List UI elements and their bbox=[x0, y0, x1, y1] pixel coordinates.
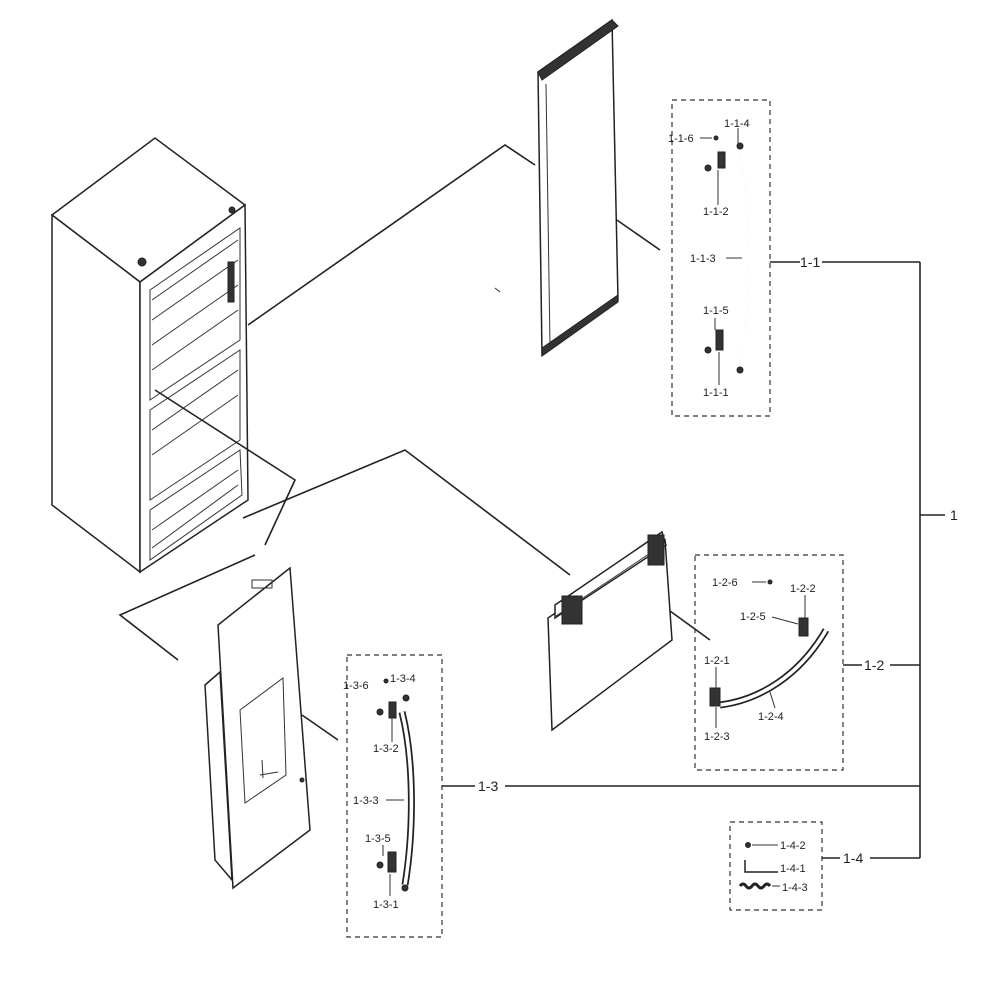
parts-group-1-4-box bbox=[729, 821, 823, 911]
label-part-1-3-2: 1-3-2 bbox=[373, 743, 399, 755]
label-part-1-2-4: 1-2-4 bbox=[758, 711, 784, 723]
label-part-1-1-6: 1-1-6 bbox=[668, 133, 694, 145]
label-part-1-2-1: 1-2-1 bbox=[704, 655, 730, 667]
label-group-1-2: 1-2 bbox=[864, 657, 884, 673]
label-part-1-4-1: 1-4-1 bbox=[780, 863, 806, 875]
label-part-1-2-5: 1-2-5 bbox=[740, 611, 766, 623]
label-part-1-4-3: 1-4-3 bbox=[782, 882, 808, 894]
freezer-drawer-door bbox=[547, 530, 673, 732]
label-part-1-1-1: 1-1-1 bbox=[703, 387, 729, 399]
label-part-1-2-6: 1-2-6 bbox=[712, 577, 738, 589]
parts-group-1-1-box bbox=[671, 99, 771, 417]
label-part-1-2-3: 1-2-3 bbox=[704, 731, 730, 743]
label-group-1-4: 1-4 bbox=[843, 850, 863, 866]
label-part-1-4-2: 1-4-2 bbox=[780, 840, 806, 852]
label-part-1-3-4: 1-3-4 bbox=[390, 673, 416, 685]
label-part-1-1-2: 1-1-2 bbox=[703, 206, 729, 218]
leader-lines bbox=[118, 144, 711, 741]
assembly-tree-lines bbox=[442, 261, 945, 859]
label-part-1-1-5: 1-1-5 bbox=[703, 305, 729, 317]
fridge-door-left-dispenser bbox=[204, 566, 311, 890]
label-assembly-1: 1 bbox=[950, 507, 958, 523]
parts-group-1-3-box bbox=[346, 654, 443, 938]
label-group-1-3: 1-3 bbox=[478, 778, 498, 794]
label-part-1-3-1: 1-3-1 bbox=[373, 899, 399, 911]
label-part-1-3-3: 1-3-3 bbox=[353, 795, 379, 807]
label-group-1-1: 1-1 bbox=[800, 254, 820, 270]
label-part-1-2-2: 1-2-2 bbox=[790, 583, 816, 595]
refrigerator-cabinet bbox=[50, 137, 249, 574]
label-part-1-1-3: 1-1-3 bbox=[690, 253, 716, 265]
label-part-1-3-6: 1-3-6 bbox=[343, 680, 369, 692]
label-part-1-1-4: 1-1-4 bbox=[724, 118, 750, 130]
fridge-door-right bbox=[537, 18, 619, 357]
label-part-1-3-5: 1-3-5 bbox=[365, 833, 391, 845]
parts-group-1-2-box bbox=[694, 554, 844, 771]
